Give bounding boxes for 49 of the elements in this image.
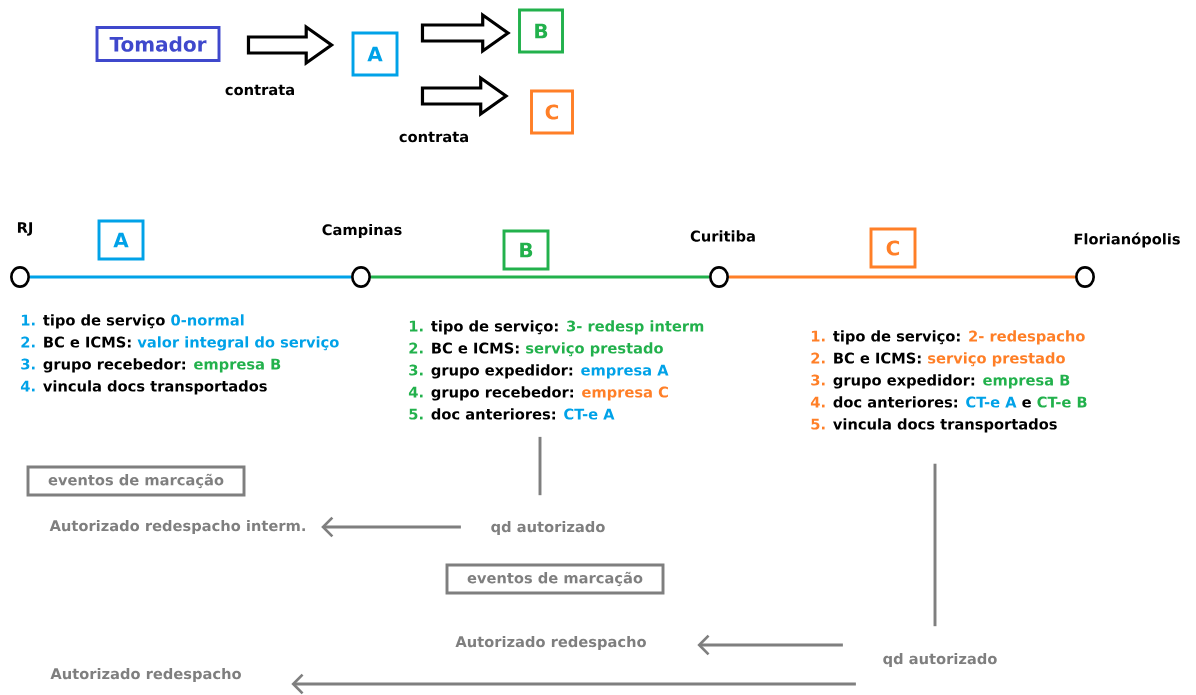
company-box: B xyxy=(518,8,564,54)
company-box: A xyxy=(351,31,399,77)
block-arrow xyxy=(420,74,509,118)
label: empresa B xyxy=(194,358,281,373)
block-arrow xyxy=(246,23,335,67)
connector-line xyxy=(538,436,542,496)
place-label: Curitiba xyxy=(690,230,755,242)
edge-label: contrata xyxy=(397,130,471,144)
label: vincula docs transportados xyxy=(43,380,267,395)
event-box: eventos de marcação xyxy=(26,465,246,497)
arrow xyxy=(291,673,856,695)
place-label: Florianópolis xyxy=(1074,232,1180,248)
stop-circle xyxy=(10,266,30,288)
label: 0-normal xyxy=(171,314,244,326)
party-box: Tomador xyxy=(95,26,221,62)
label: BC e ICMS: xyxy=(44,336,131,348)
numbered-list: 1. tipo de serviço: 2- redespacho 2. BC e ICMS: serviço prestado 3. grupo expedidor: empresa B 4. doc anteriores: CT-e A e CT-e B 5. vincula docs transportados xyxy=(810,330,1087,433)
place-label: RJ xyxy=(17,222,33,236)
segment-box: B xyxy=(502,229,550,271)
status-text: qd autorizado xyxy=(491,520,605,536)
numbered-list: 1. tipo de serviço: 3- redesp interm 2. BC e ICMS: serviço prestado 3. grupo expedidor: empresa A 4. grupo recebedor: empresa C 5. doc anteriores: CT-e A xyxy=(408,320,704,420)
segment-box: A xyxy=(97,219,145,261)
place-label: Campinas xyxy=(322,223,402,239)
stop-circle xyxy=(709,266,729,288)
block-arrow xyxy=(420,11,511,55)
arrow xyxy=(697,634,843,656)
status-text: Autorizado redespacho xyxy=(50,667,241,683)
label: 1. xyxy=(21,314,35,326)
numbered-list: 1. tipo de serviço 0-normal 2. BC e ICMS: valor integral do serviço 3. grupo recebedor: empresa B 4. vincula docs transportados xyxy=(20,314,339,395)
label: 2. xyxy=(21,336,35,348)
segment-box: C xyxy=(869,227,917,269)
status-text: qd autorizado xyxy=(883,652,997,668)
stop-circle xyxy=(351,266,371,288)
event-box: eventos de marcação xyxy=(445,563,665,595)
label: valor integral do serviço xyxy=(137,336,339,351)
arrow xyxy=(321,516,461,538)
status-text: Autorizado redespacho xyxy=(455,635,646,651)
route-line xyxy=(729,275,1075,279)
connector-line xyxy=(933,463,937,627)
label: tipo de serviço xyxy=(43,314,165,329)
edge-label: contrata xyxy=(223,83,297,97)
route-line xyxy=(371,275,709,279)
company-box: C xyxy=(530,89,574,135)
stop-circle xyxy=(1075,266,1095,288)
label: 4. xyxy=(20,380,35,392)
label: 3. xyxy=(21,358,35,370)
route-line xyxy=(30,275,351,279)
label: grupo recebedor: xyxy=(43,358,186,373)
status-text: Autorizado redespacho interm. xyxy=(49,519,305,535)
